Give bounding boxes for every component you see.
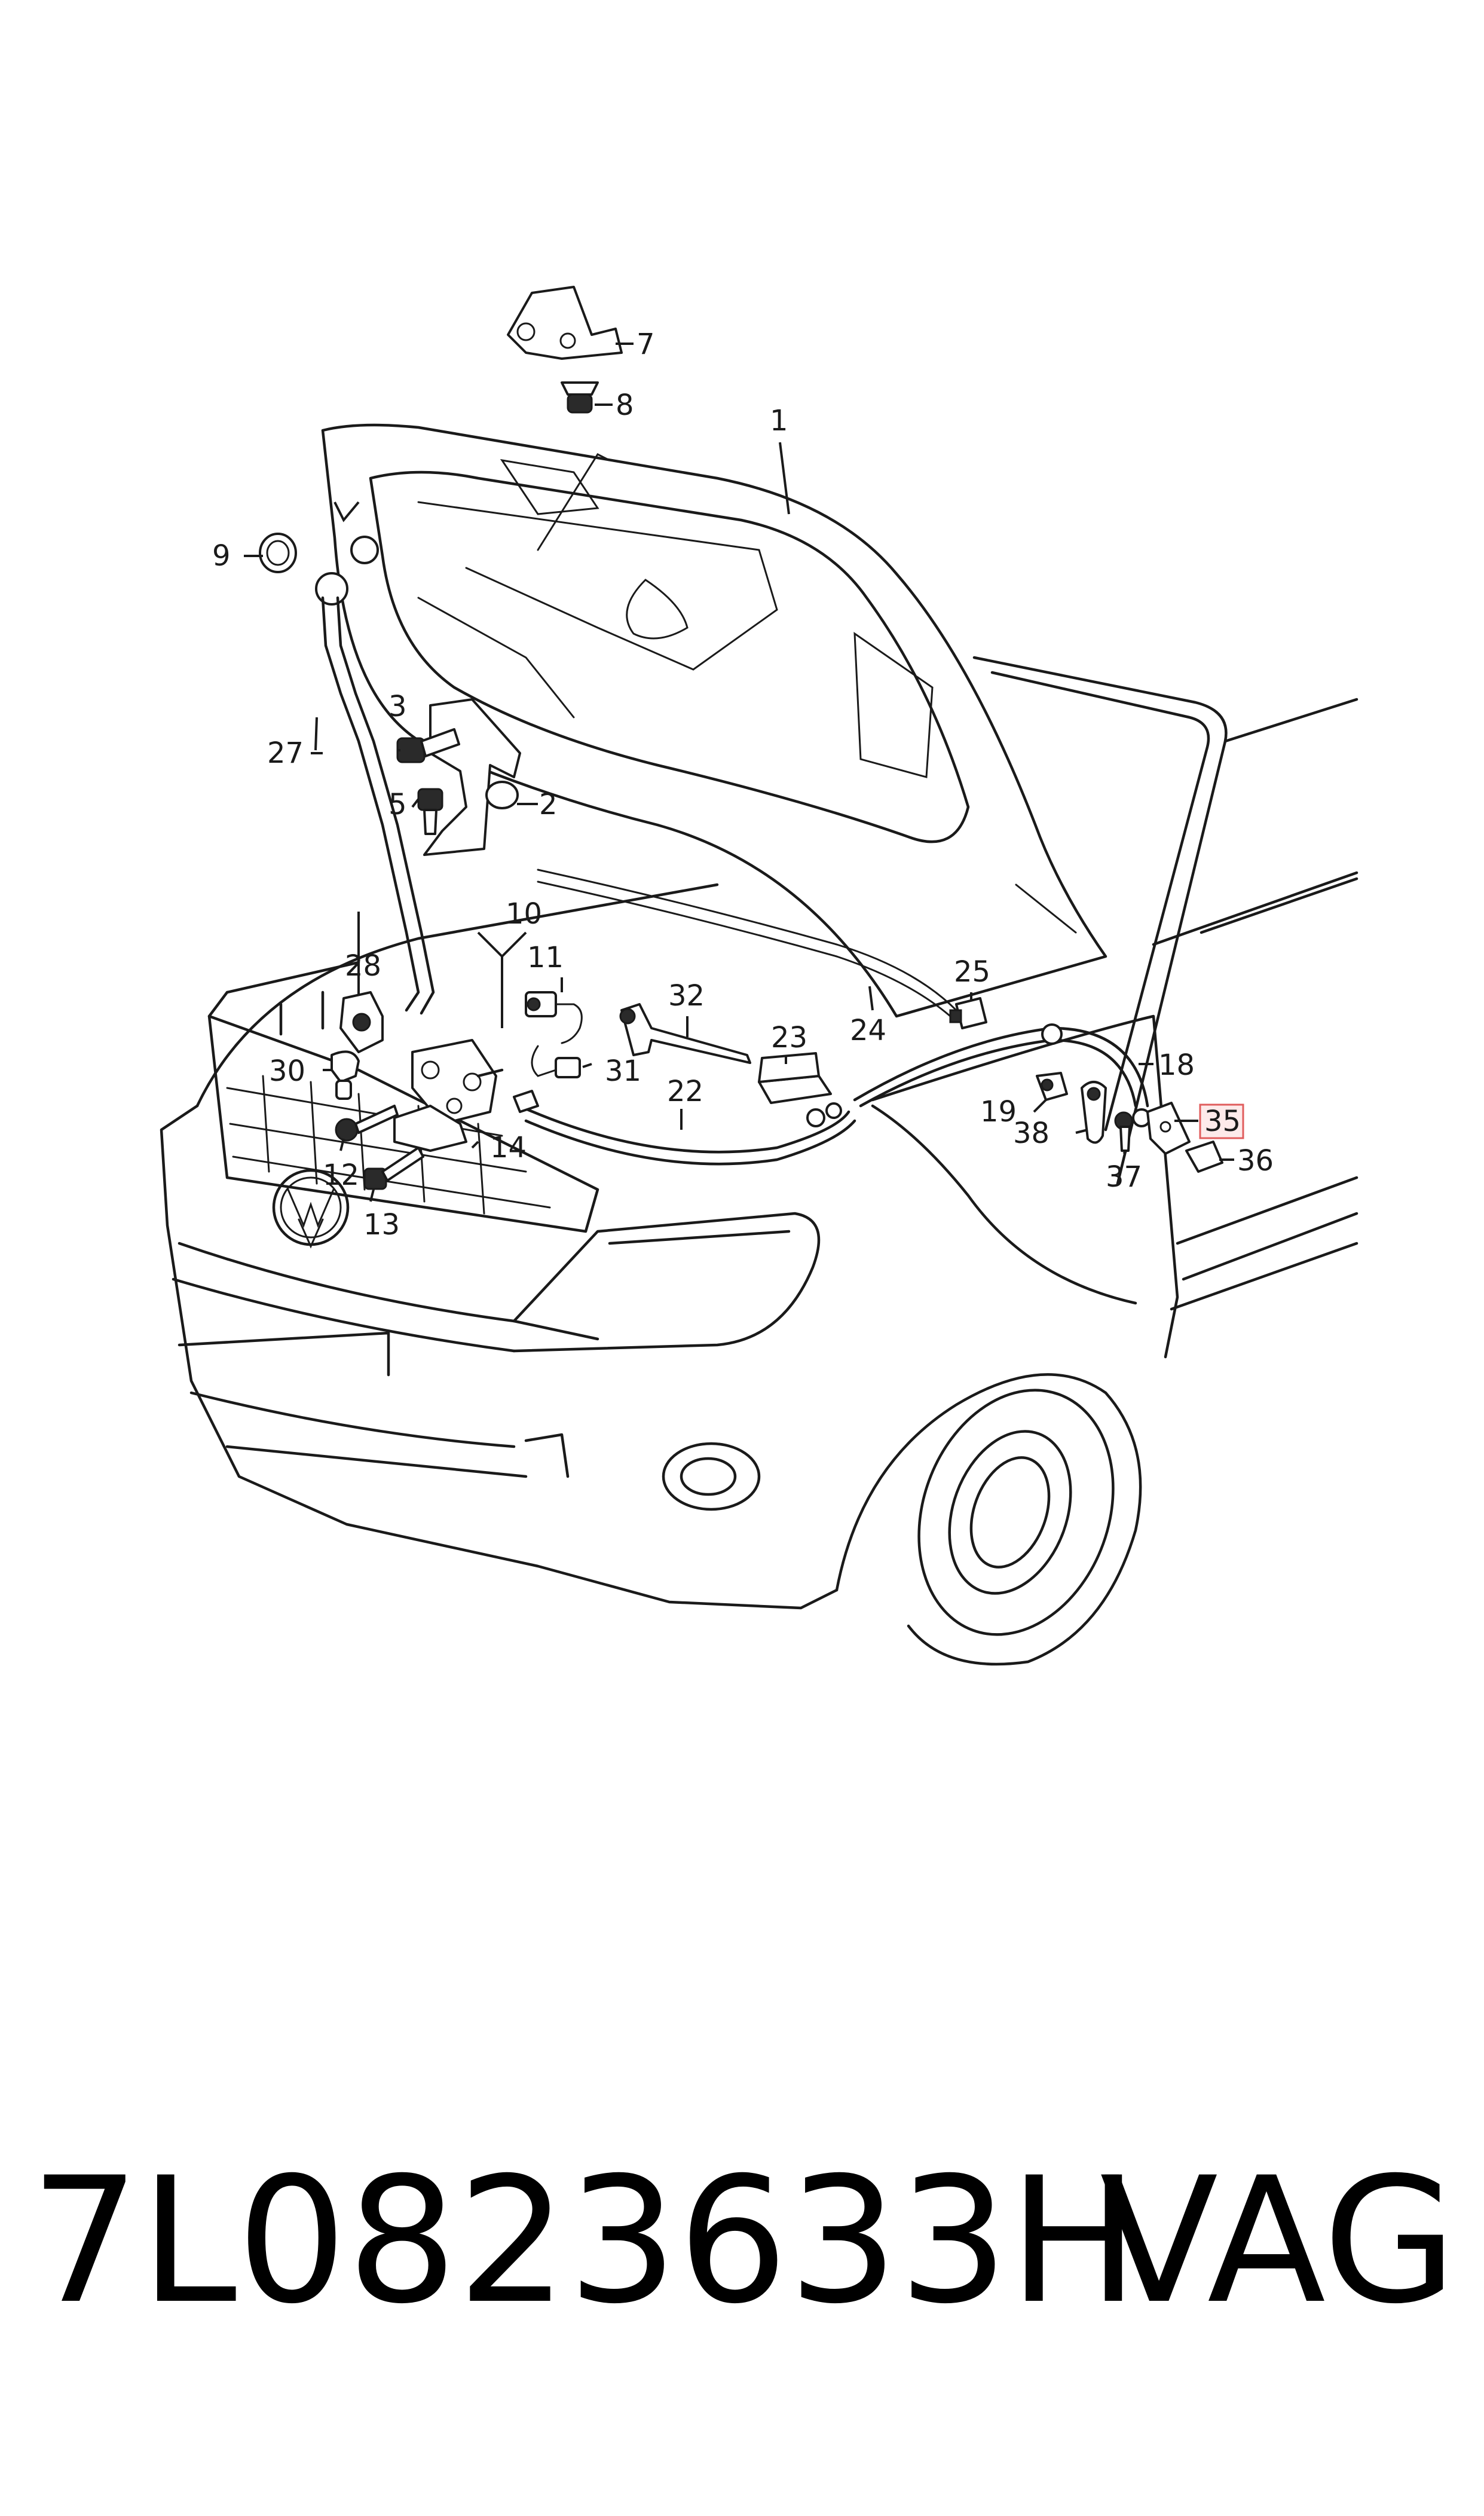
callout-7: 7 (637, 328, 655, 361)
cable-tie (619, 1003, 751, 1064)
callout-9: 9 (212, 539, 231, 573)
callout-labels: 1 2 3 5 7 8 9 10 11 12 13 14 18 19 22 23… (212, 328, 1274, 1242)
release-bracket (1146, 1102, 1191, 1155)
callout-31: 31 (605, 1054, 641, 1088)
callout-19: 19 (980, 1095, 1017, 1129)
callout-27: 27 (267, 736, 304, 770)
pull-handle (1185, 1141, 1223, 1173)
lock-guide (393, 1105, 467, 1152)
brand-label: VAG (1100, 2141, 1457, 2342)
bracket-28 (339, 991, 384, 1053)
release-handle (758, 1052, 832, 1104)
clip-19 (1036, 1072, 1068, 1101)
bolt-3 (396, 728, 460, 763)
callout-37: 37 (1106, 1160, 1142, 1194)
callout-11: 11 (527, 941, 564, 974)
hood-lock (411, 1039, 504, 1125)
callout-30: 30 (269, 1054, 305, 1088)
release-cable (513, 1090, 856, 1166)
screw-37 (1114, 1111, 1133, 1152)
callout-14: 14 (490, 1131, 527, 1164)
callout-36: 36 (1237, 1144, 1274, 1178)
callout-3: 3 (388, 690, 407, 723)
callout-13: 13 (363, 1208, 400, 1242)
clip-25 (949, 997, 987, 1029)
callout-25: 25 (954, 955, 990, 989)
bowden-cable (853, 1023, 1151, 1127)
callout-32: 32 (668, 979, 705, 1013)
callout-28: 28 (345, 949, 381, 983)
vehicle-outline (160, 656, 1358, 1666)
release-lever (1081, 1081, 1107, 1144)
callout-8: 8 (616, 389, 634, 422)
lock-screw (335, 1105, 399, 1142)
callout-2: 2 (539, 788, 558, 821)
callout-38: 38 (1013, 1117, 1049, 1150)
callout-18: 18 (1158, 1048, 1195, 1082)
part-number-label: 7L0823633H (30, 2141, 1139, 2342)
callout-24: 24 (850, 1014, 886, 1047)
callout-10: 10 (506, 897, 542, 931)
callout-35-highlight (1199, 1103, 1244, 1139)
hood-seal-strip (537, 869, 957, 1017)
callout-22: 22 (667, 1075, 703, 1108)
hinge-bolt (561, 381, 599, 414)
callout-12: 12 (323, 1158, 359, 1192)
rubber-buffer (331, 1050, 360, 1100)
leader-lines (244, 343, 1234, 1202)
hood-prop-rod (315, 536, 435, 1015)
callout-5: 5 (388, 788, 407, 821)
bolt-13 (363, 1147, 424, 1190)
hood-hinge (507, 286, 623, 360)
callout-35: 35 (1204, 1105, 1241, 1138)
callout-1: 1 (770, 404, 788, 438)
grommet (259, 533, 297, 573)
bolt-5 (417, 788, 443, 835)
contact-switch (525, 991, 583, 1044)
connector-31 (531, 1045, 581, 1078)
callout-23: 23 (771, 1021, 807, 1054)
